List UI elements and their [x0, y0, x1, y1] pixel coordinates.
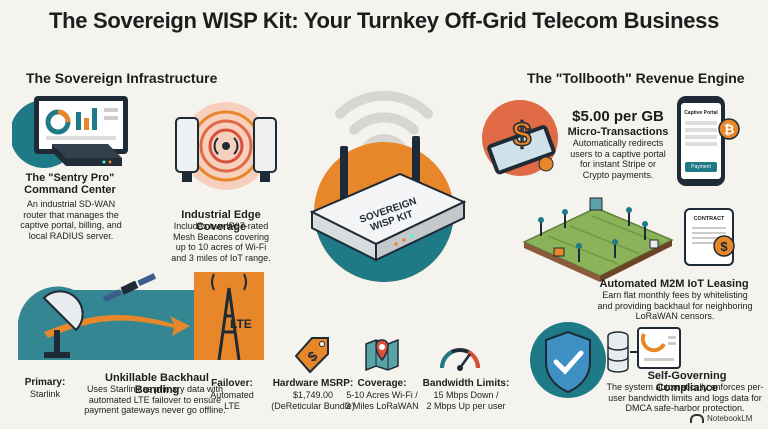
micro-price: $5.00 per GB: [572, 108, 664, 125]
bandwidth-label: Bandwidth Limits:: [422, 378, 510, 389]
backhaul-desc: Uses Starlink as primary data with autom…: [84, 384, 226, 415]
svg-text:₿: ₿: [724, 122, 735, 137]
captive-portal-payment-button[interactable]: Payment: [685, 162, 717, 172]
command-center-title: The "Sentry Pro" Command Center: [24, 172, 116, 196]
contract-label: CONTRACT: [693, 216, 725, 222]
speed-gauge-icon: [438, 338, 482, 374]
msrp-note: (DeReticular Bundle): [271, 401, 355, 411]
command-center-illustration: [10, 92, 132, 170]
failover-link-value: Automated LTE: [210, 390, 254, 411]
iot-title: Automated M2M IoT Leasing: [599, 278, 749, 290]
bitcoin-icon: ₿: [718, 118, 740, 140]
bandwidth-value: 15 Mbps Down / 2 Mbps Up per user: [426, 390, 506, 411]
iot-desc: Earn flat monthly fees by whitelisting a…: [597, 290, 753, 321]
coin-icon: $: [712, 234, 736, 258]
captive-portal-title: Captive Portal: [684, 110, 718, 116]
map-pin-icon: [364, 336, 400, 372]
price-tag-icon: $: [292, 334, 332, 374]
command-center-desc: An industrial SD-WAN router that manages…: [20, 199, 122, 241]
section-revenue-title: The "Tollbooth" Revenue Engine: [527, 70, 745, 86]
lte-tower-label: LTE: [230, 317, 252, 331]
primary-link-label: Primary:: [24, 377, 66, 388]
compliance-desc: The system automatically enforces per-us…: [606, 382, 764, 413]
mobile-payment-illustration: $: [480, 96, 570, 182]
edge-coverage-title: Industrial Edge Coverage: [181, 209, 261, 233]
iot-farm-illustration: [518, 192, 678, 282]
msrp-value: $1,749.00: [292, 390, 334, 400]
coverage-value: 5-10 Acres Wi-Fi / 3 Miles LoRaWAN: [345, 390, 419, 411]
notebooklm-logo-icon: [690, 414, 704, 423]
micro-desc: Automatically redirects users to a capti…: [570, 138, 666, 180]
captive-portal-phone: Captive Portal Payment: [677, 96, 725, 186]
edge-coverage-desc: Includes two IP67-rated Mesh Beacons cov…: [171, 221, 271, 263]
compliance-illustration: [524, 322, 684, 400]
page-title: The Sovereign WISP Kit: Your Turnkey Off…: [48, 8, 720, 33]
backhaul-title: Unkillable Backhaul Bonding: [105, 372, 209, 396]
sovereign-router-illustration: [296, 62, 472, 282]
coverage-label: Coverage:: [357, 378, 407, 389]
failover-link-label: Failover:: [211, 378, 253, 389]
section-infrastructure-title: The Sovereign Infrastructure: [26, 70, 218, 86]
backhaul-illustration: [14, 272, 268, 361]
msrp-label: Hardware MSRP:: [272, 378, 354, 389]
primary-link-value: Starlink: [29, 389, 60, 399]
compliance-title: Self-Governing Compliance: [647, 370, 727, 394]
mesh-beacons-illustration: [168, 100, 280, 196]
svg-text:$: $: [513, 116, 532, 154]
svg-text:$: $: [720, 239, 728, 254]
micro-title: Micro-Transactions: [567, 126, 669, 138]
watermark: NotebookLM: [690, 414, 752, 423]
